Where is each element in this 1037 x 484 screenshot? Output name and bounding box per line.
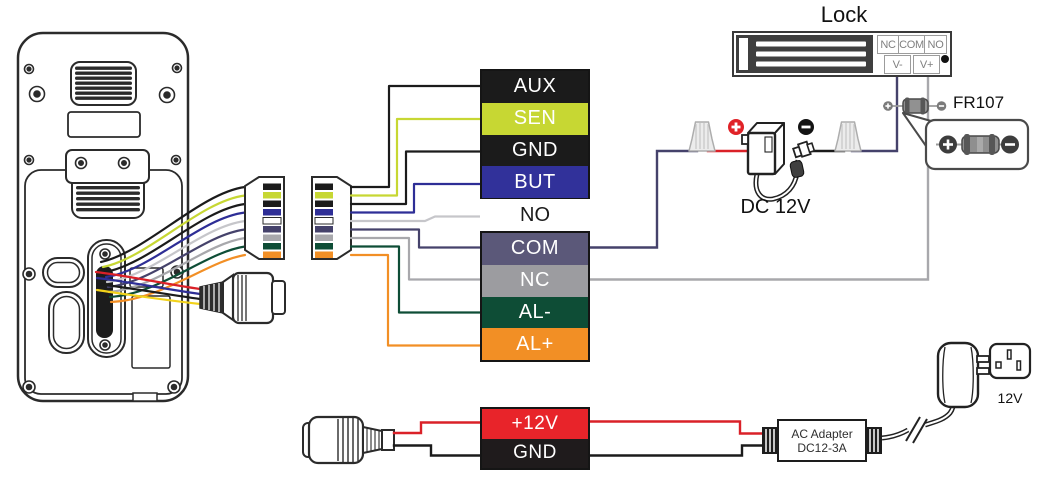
plug-left-pins [262, 183, 282, 258]
harness-wire-alplus [109, 253, 247, 304]
negative-polarity-small-icon [936, 101, 947, 111]
power-pigtail-connector [302, 415, 395, 465]
plug-prong-icon [976, 355, 990, 363]
harness-plug-right [311, 176, 352, 260]
dc-power-adapter [741, 122, 816, 202]
terminal-group-relay: COM NC AL- AL+ [480, 231, 590, 362]
lower-grille-bars [76, 186, 140, 212]
plug-right-pins [314, 183, 334, 258]
harness-wire-yellow [95, 288, 202, 306]
ac-adapter-name: AC Adapter [791, 426, 853, 441]
ac-adapter-box: AC Adapter DC12-3A [777, 419, 867, 462]
diode-label: FR107 [953, 93, 1005, 112]
harness-wire-but [104, 211, 247, 279]
wire-gnd [349, 150, 482, 206]
mounting-bracket [65, 149, 150, 184]
plug-prong-icon [976, 367, 990, 375]
terminal-but: BUT [482, 166, 588, 198]
wire-aux [349, 84, 482, 189]
lock-terminal-nc: NC [877, 35, 899, 54]
device-label-plate [67, 111, 141, 138]
lock-terminal-vminus: V- [884, 55, 911, 74]
magnetic-lock [732, 31, 952, 77]
cable-channel-large [131, 295, 171, 369]
harness-wire-sen [101, 194, 247, 269]
negative-polarity-icon [1001, 135, 1019, 154]
outlet-voltage-label: 12V [997, 390, 1023, 406]
lock-circuit-wires [588, 71, 946, 281]
wire-alminus [349, 245, 482, 314]
ac-adapter-model: DC12-3A [797, 440, 847, 455]
lock-terminal-no: NO [924, 35, 947, 54]
cylindrical-connector [199, 271, 286, 325]
screws [22, 62, 184, 394]
access-control-device [16, 31, 190, 403]
harness-plug-left [244, 176, 285, 260]
positive-polarity-icon [939, 135, 957, 154]
lock-indicator-dot [941, 55, 949, 63]
harness-fan-wires [94, 185, 247, 306]
lock-title: Lock [820, 2, 868, 27]
terminal-alplus: AL+ [482, 328, 588, 360]
pigtail-red-wire [392, 421, 482, 435]
wall-plug [936, 341, 990, 409]
harness-wire-black [96, 282, 202, 301]
harness-wire-no [105, 219, 247, 284]
pigtail-black-wire [392, 444, 482, 457]
terminal-gnd: GND [482, 134, 588, 167]
wire-nut-left-icon [688, 121, 716, 152]
terminal-com: COM [482, 233, 588, 265]
terminal-alminus: AL- [482, 296, 588, 329]
wire-nc [349, 236, 482, 281]
barrel-plug-icon [792, 140, 816, 159]
wire-nut-right-icon [834, 121, 862, 152]
terminal-group-power: +12V GND [480, 407, 590, 470]
positive-polarity-small-icon [883, 101, 893, 111]
cord-break-icon [905, 416, 928, 444]
plus-badge-icon [728, 119, 744, 135]
harness-wire-blue [95, 276, 202, 296]
device-bottom-tab [132, 392, 158, 402]
speaker-grille-bars [75, 66, 132, 100]
harness-wire-nc [107, 236, 247, 294]
vminus-wire [850, 71, 899, 153]
wire-but [349, 182, 482, 214]
adapter-black-wire [588, 444, 766, 457]
terminal-12v: +12V [482, 409, 588, 439]
harness-wire-red [94, 270, 202, 291]
terminal-sen: SEN [482, 102, 588, 135]
wire-no [349, 215, 482, 223]
terminal-nc: NC [482, 264, 588, 297]
harness-wire-com [106, 228, 247, 289]
diode-inline [883, 97, 947, 115]
power-wires [392, 420, 766, 457]
minus-badge-icon [798, 119, 814, 135]
harness-wire-gnd [103, 202, 247, 274]
com-circuit-wire [588, 149, 699, 249]
adapter-red-wire [588, 420, 766, 435]
terminal-group-io: AUX SEN GND BUT [480, 69, 590, 200]
terminal-power-gnd: GND [482, 438, 588, 468]
terminal-no: NO [480, 199, 590, 231]
lock-terminal-vplus: V+ [913, 55, 940, 74]
dc-power-label: DC 12V [740, 196, 811, 218]
ac-adapter-endcaps [762, 427, 882, 454]
wall-outlet-icon [988, 342, 1032, 380]
wire-sen [349, 117, 482, 197]
harness-wire-aux [99, 185, 247, 264]
terminal-fan-wires [349, 84, 482, 347]
terminal-aux: AUX [482, 71, 588, 103]
diode-callout [902, 112, 1030, 171]
wire-com [349, 228, 482, 249]
lock-terminal-com: COM [898, 35, 925, 54]
ferrite-bead-icon [789, 160, 805, 178]
wire-alplus [349, 253, 482, 347]
